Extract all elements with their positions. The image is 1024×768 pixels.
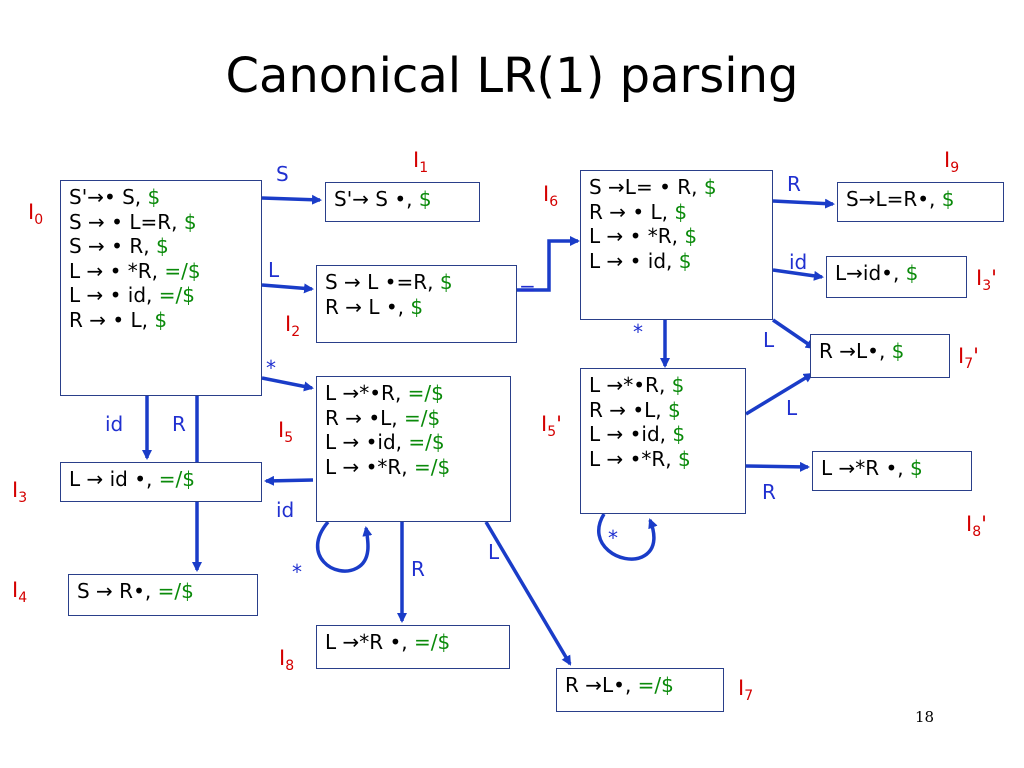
edge-label-I5p-I5p: * [608,526,618,550]
item-row: R →L•, $ [819,339,905,363]
item-row: L → •id, $ [589,422,686,446]
edge-label-I5p-I8p: R [762,480,776,504]
item-row: S →L= • R, $ [589,175,717,199]
edge-label-I6-I7p: L [763,328,775,352]
state-box-I3-prime: L→id•, $ [826,256,967,298]
state-box-I7: R →L•, =/$ [556,668,724,712]
state-label-I1: I1 [413,148,429,177]
edge-I2-I6 [517,236,580,292]
item-row: L → • *R, =/$ [69,258,201,283]
edge-label-I0-I5: * [266,356,276,380]
edge-label-I0-I1: S [276,162,289,186]
edge-I6-I7p [772,318,816,350]
item-row: S→L=R•, $ [846,187,955,211]
state-box-I9: S→L=R•, $ [837,182,1004,222]
state-label-I2: I2 [285,312,301,341]
state-label-I3-prime: I3' [976,266,997,295]
item-row: L →*R •, $ [821,456,923,480]
item-row: L → • id, $ [589,248,692,273]
item-row: L →*•R, $ [589,373,685,397]
state-label-I9: I9 [944,148,960,177]
page-number: 18 [915,708,935,726]
edge-label-I6-I5p: * [633,320,643,344]
item-row: R → • L, $ [69,307,168,332]
item-row: L → • *R, $ [589,224,698,248]
state-box-I4: S → R•, =/$ [68,574,258,616]
edge-label-I5-I3: id [276,498,295,522]
item-row: L → • id, =/$ [69,283,195,307]
item-row: L → •*R, $ [589,446,691,471]
edge-I5p-I5p-loop [597,513,658,561]
state-box-I1: S'→ S •, $ [325,182,480,222]
edge-label-I5-I7: L [488,540,500,564]
item-row: R →L•, =/$ [565,673,674,697]
item-row: S → • L=R, $ [69,209,197,234]
item-row: L → •id, =/$ [325,430,445,454]
item-row: L → •*R, =/$ [325,454,451,479]
state-box-I7-prime: R →L•, $ [810,334,950,378]
item-row: L →*R •, =/$ [325,630,451,654]
item-row: R → •L, =/$ [325,405,441,430]
edge-I6-I3p [772,268,824,281]
edge-I0-I5 [261,376,314,392]
state-label-I5-prime: I5' [541,412,562,441]
edge-label-I6-I9: R [787,172,801,196]
state-label-I4: I4 [12,578,28,607]
state-box-I5-prime: L →*•R, $ R → •L, $ L → •id, $ L → •*R, … [580,368,746,514]
edge-I5-I7 [484,521,572,666]
edge-label-I2-I6: = [519,276,536,300]
state-label-I8: I8 [279,646,295,675]
state-box-I5: L →*•R, =/$ R → •L, =/$ L → •id, =/$ L →… [316,376,511,522]
slide-title: Canonical LR(1) parsing [225,48,799,104]
state-box-I2: S → L •=R, $ R → L •, $ [316,265,517,343]
state-label-I8-prime: I8' [966,512,987,541]
edge-I6-I9 [772,198,835,209]
item-row: L→id•, $ [835,261,919,285]
edge-I5-I3 [264,475,314,486]
edge-label-I0-I4: R [172,412,186,436]
edge-label-I5p-I7p: L [786,396,798,420]
item-row: L → id •, =/$ [69,467,195,491]
edge-label-I5-I8: R [411,557,425,581]
state-box-I8-prime: L →*R •, $ [812,451,972,491]
item-row: S'→• S, $ [69,185,161,209]
item-row: R → • L, $ [589,199,688,224]
state-box-I6: S →L= • R, $ R → • L, $ L → • *R, $ L → … [580,170,773,320]
item-row: L →*•R, =/$ [325,381,444,405]
state-label-I0: I0 [28,200,44,229]
edge-I5-I5-loop [315,520,373,573]
item-row: S → • R, $ [69,234,169,258]
state-label-I7: I7 [738,676,754,705]
edge-label-I0-I2: L [268,258,280,282]
edge-I0-I1 [261,194,322,205]
state-box-I3: L → id •, =/$ [60,462,262,502]
state-label-I7-prime: I7' [958,344,979,373]
state-label-I5: I5 [278,418,294,447]
item-row: R → L •, $ [325,294,424,319]
state-box-I8: L →*R •, =/$ [316,625,510,669]
edge-I5p-I8p [745,461,810,472]
item-row: S → R•, =/$ [77,579,194,603]
item-row: R → •L, $ [589,397,681,422]
edge-I0-I2 [261,283,314,294]
item-row: S → L •=R, $ [325,270,453,294]
edge-label-I0-I3: id [105,412,124,436]
state-label-I6: I6 [543,182,559,211]
state-label-I3: I3 [12,478,28,507]
state-box-I0: S'→• S, $ S → • L=R, $ S → • R, $ L → • … [60,180,262,396]
edge-label-I5-I5: * [292,560,302,584]
edge-I5p-I7p [745,372,814,416]
edge-label-I6-I3p: id [789,250,808,274]
item-row: S'→ S •, $ [334,187,432,211]
